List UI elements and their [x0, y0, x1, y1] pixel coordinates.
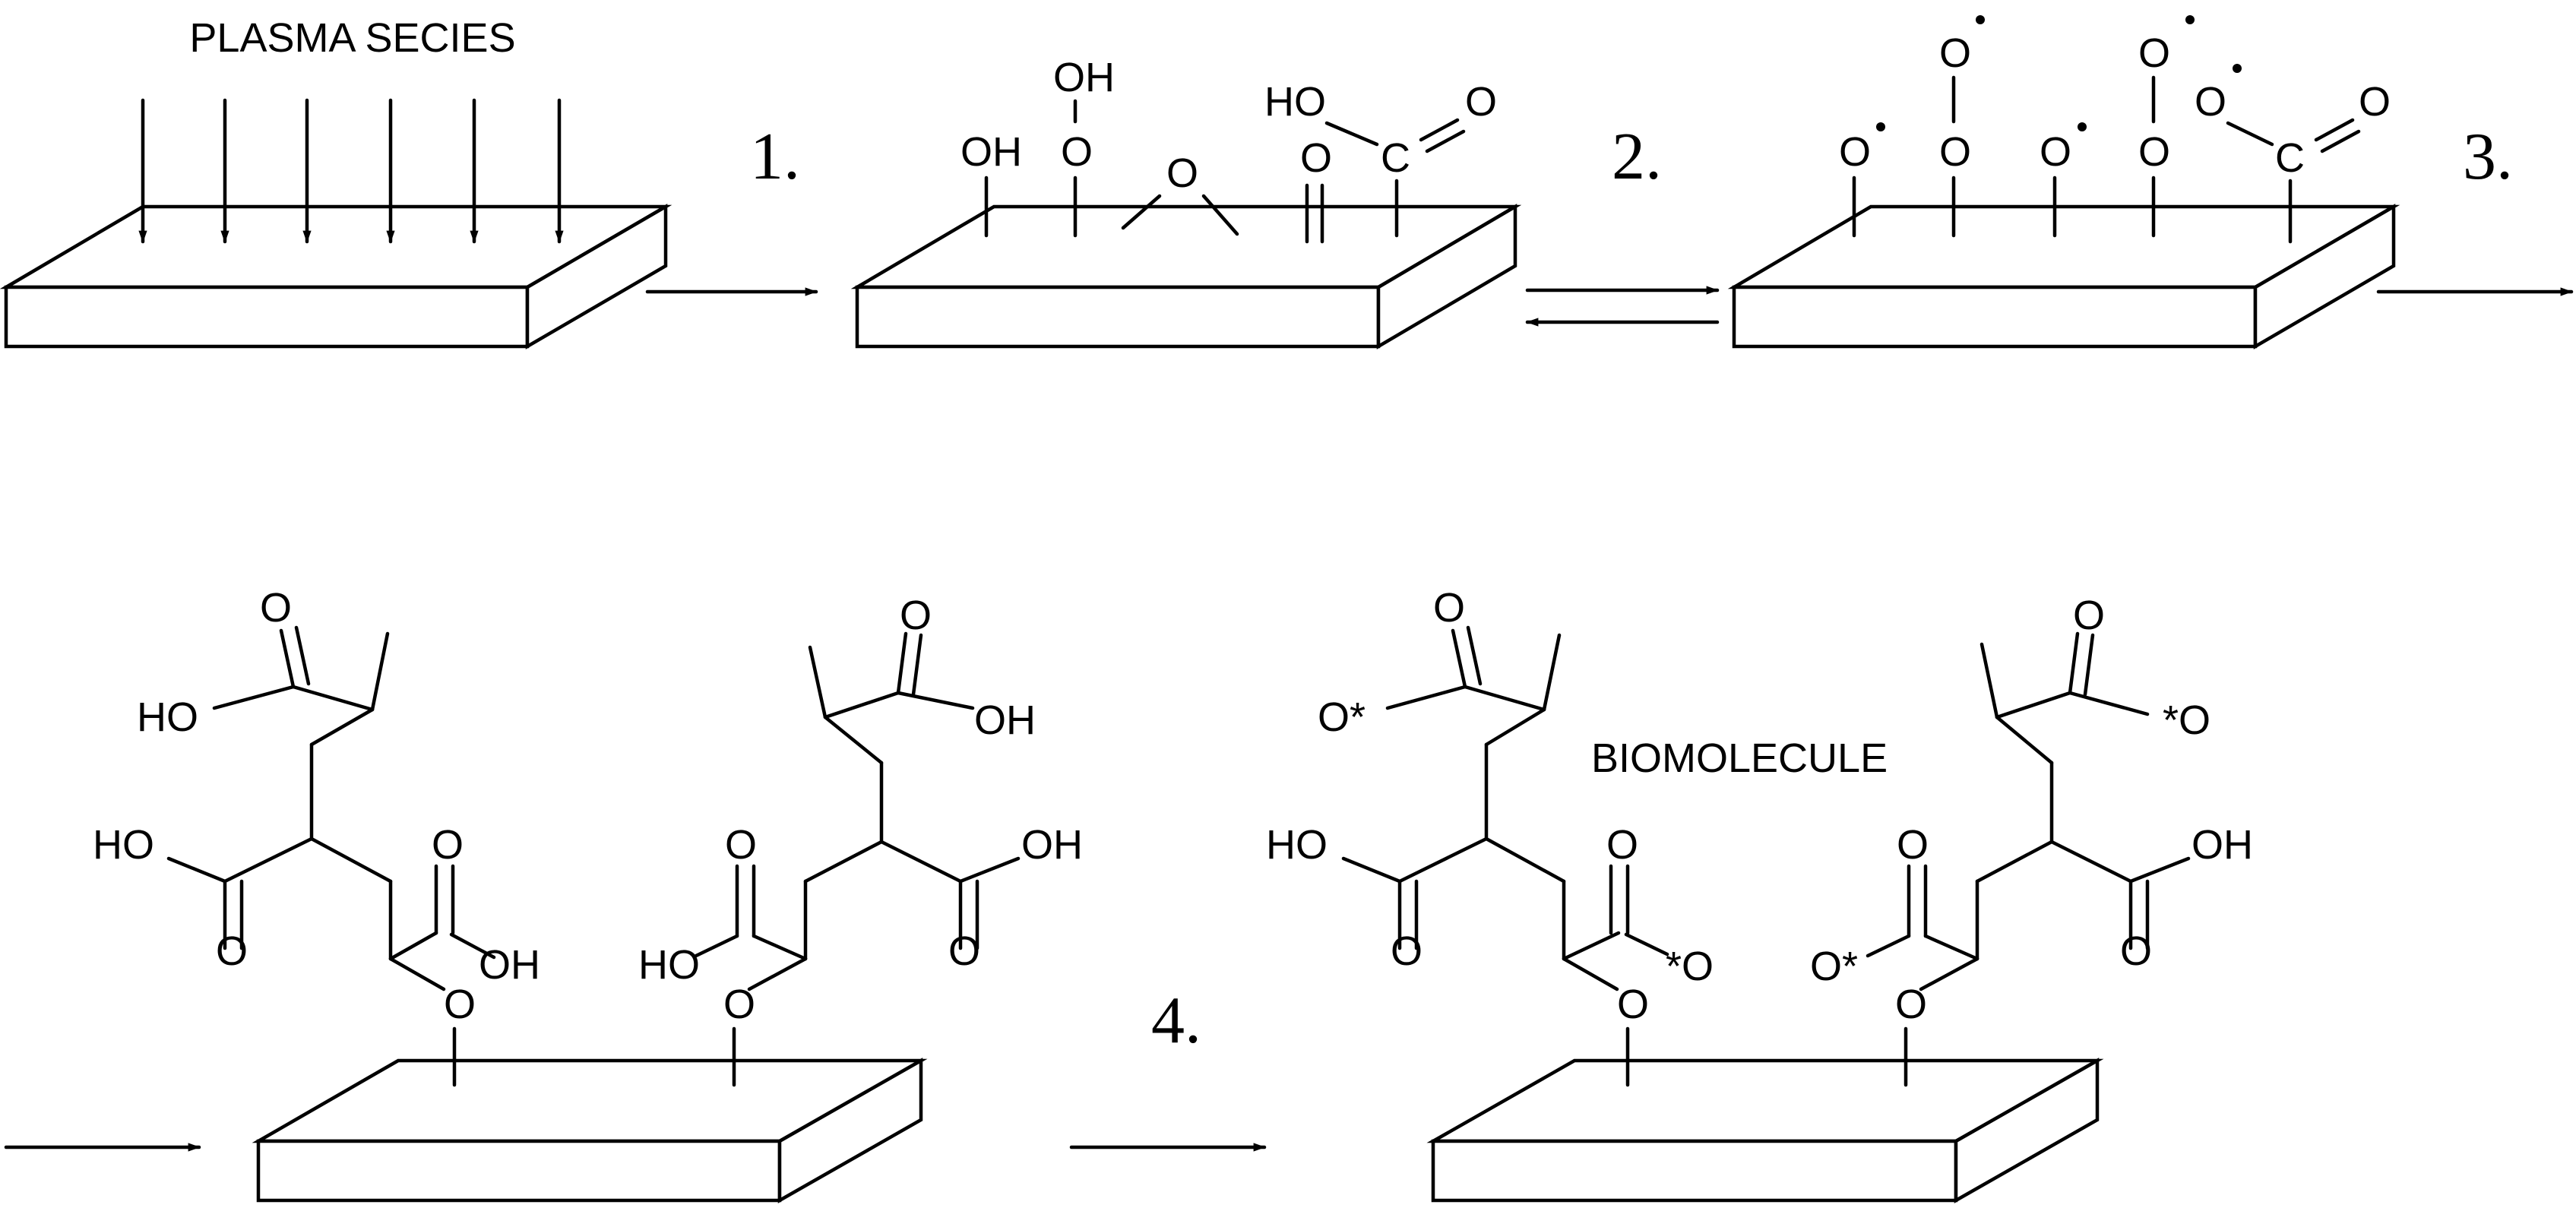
surface-radical-groups: O O O O O O O C O: [1839, 15, 2391, 244]
step-1-label: 1.: [750, 120, 800, 194]
svg-text:O: O: [2138, 30, 2170, 76]
svg-text:O: O: [1617, 982, 1649, 1027]
svg-text:HO: HO: [1266, 822, 1328, 868]
step-4-label: 4.: [1151, 984, 1201, 1058]
svg-text:O: O: [432, 822, 464, 868]
biomolecule-label: BIOMOLECULE: [1591, 735, 1888, 781]
svg-text:C: C: [1381, 135, 1410, 181]
svg-text:O: O: [2120, 928, 2152, 974]
svg-text:O*: O*: [1318, 694, 1366, 740]
plasma-species-arrows: [138, 98, 564, 244]
svg-text:O: O: [1839, 129, 1871, 175]
grafted-polyacid-chains: O O OH O HO O HO O O HO: [93, 585, 1083, 1087]
svg-text:O: O: [216, 928, 248, 974]
substrate-slab-2: [850, 204, 1522, 349]
svg-text:O: O: [1391, 928, 1422, 974]
svg-text:O: O: [260, 585, 292, 631]
svg-text:O: O: [444, 982, 476, 1027]
svg-text:*O: *O: [2163, 697, 2210, 743]
svg-text:O: O: [2040, 129, 2071, 175]
svg-text:HO: HO: [93, 822, 154, 868]
svg-text:O: O: [725, 822, 757, 868]
svg-text:O: O: [2359, 79, 2391, 125]
svg-text:OH: OH: [974, 697, 1036, 743]
svg-text:O: O: [2138, 129, 2170, 175]
svg-text:OH: OH: [1021, 822, 1083, 868]
svg-text:O: O: [1300, 135, 1332, 181]
svg-text:O: O: [1939, 129, 1971, 175]
svg-text:O: O: [900, 593, 932, 638]
svg-text:O: O: [2073, 593, 2105, 638]
substrate-slab-1: [0, 204, 672, 349]
svg-text:O: O: [1939, 30, 1971, 76]
svg-text:O: O: [1606, 822, 1638, 868]
step-2-label: 2.: [1612, 120, 1662, 194]
svg-text:O: O: [1897, 822, 1929, 868]
svg-text:HO: HO: [1264, 79, 1326, 125]
svg-text:C: C: [2275, 135, 2305, 181]
svg-text:OH: OH: [2191, 822, 2253, 868]
substrate-slab-5: [1426, 1058, 2104, 1203]
svg-text:O: O: [948, 928, 980, 974]
substrate-slab-3: [1727, 204, 2400, 349]
biomolecule-bound-chains: O O *O O HO O O* O O O*: [1266, 585, 2253, 1087]
svg-text:OH: OH: [1053, 55, 1115, 100]
plasma-species-label: PLASMA SECIES: [189, 15, 515, 61]
svg-text:HO: HO: [137, 694, 198, 740]
svg-text:*O: *O: [1666, 944, 1714, 989]
svg-text:O: O: [1166, 150, 1198, 196]
svg-text:O: O: [1061, 129, 1093, 175]
svg-text:OH: OH: [960, 129, 1022, 175]
step-2-equilibrium-arrows: [1525, 286, 1720, 327]
svg-text:O: O: [2195, 79, 2226, 125]
svg-text:O*: O*: [1810, 944, 1858, 989]
svg-text:HO: HO: [638, 942, 700, 988]
oxidized-functional-groups: OH OH O O O HO C O: [960, 55, 1497, 244]
substrate-slab-4: [252, 1058, 928, 1203]
svg-text:O: O: [1465, 79, 1497, 125]
svg-text:O: O: [1433, 585, 1465, 631]
step-3-label: 3.: [2463, 120, 2513, 194]
svg-text:OH: OH: [479, 942, 540, 988]
